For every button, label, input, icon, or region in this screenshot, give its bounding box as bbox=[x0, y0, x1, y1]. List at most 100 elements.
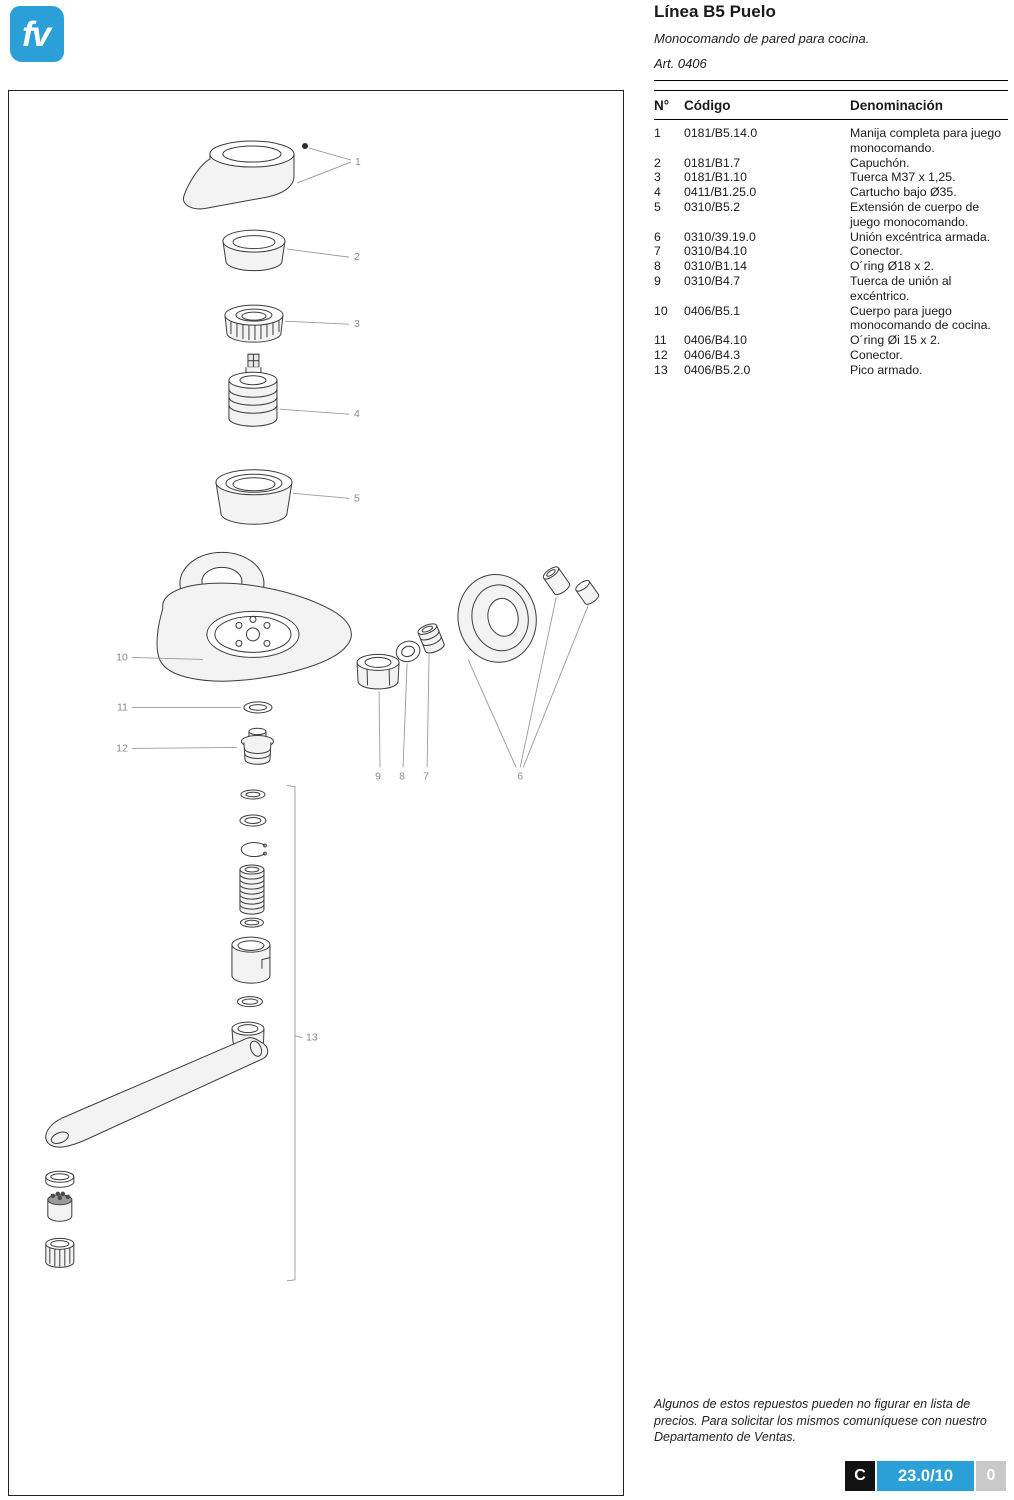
table-cell-code: 0181/B5.14.0 bbox=[684, 126, 758, 140]
footer-note: Algunos de estos repuestos pueden no fig… bbox=[654, 1397, 987, 1444]
table-cell-num: 11 bbox=[654, 333, 667, 348]
table-row: 9 0310/B4.7 Tuerca de unión al excéntrico. bbox=[654, 274, 1008, 304]
table-cell-num: 7 bbox=[654, 244, 661, 259]
part-6-eccentric-union: 6 bbox=[457, 566, 600, 782]
parts-table-rows: 1 0181/B5.14.0 Manija completa para juego … bbox=[654, 120, 1008, 378]
table-cell-name: O´ring Ø18 x 2. bbox=[850, 259, 935, 274]
doc-code: C 23.0/10 0 bbox=[845, 1461, 1006, 1491]
fv-logo-text: fv bbox=[21, 14, 51, 54]
page-subtitle: Monocomando de pared para cocina. bbox=[654, 31, 870, 46]
table-row: 12 0406/B4.3 Conector. bbox=[654, 348, 1008, 363]
table-row: 3 0181/B1.10 Tuerca M37 x 1,25. bbox=[654, 170, 1008, 185]
exploded-diagram: 1 2 3 bbox=[45, 140, 600, 1282]
table-cell-num: 12 bbox=[654, 347, 668, 362]
table-cell-num: 4 bbox=[654, 185, 661, 200]
aerator-insert bbox=[47, 1191, 73, 1222]
fv-logo: fv bbox=[10, 6, 64, 62]
table-cell-name: Tuerca M37 x 1,25. bbox=[850, 170, 956, 185]
part-13-spout-assembly: 13 bbox=[45, 785, 318, 1282]
table-cell-code: 0310/B4.10 bbox=[684, 244, 747, 259]
aerator-shell bbox=[45, 1237, 75, 1268]
part-4-cartridge: 4 bbox=[228, 353, 360, 427]
table-cell-num: 10 bbox=[654, 303, 668, 318]
callout-2: 2 bbox=[354, 251, 360, 263]
parts-table-header: N° Código Denominación bbox=[654, 91, 1008, 120]
table-cell-num: 2 bbox=[654, 155, 661, 170]
part-9-union-nut: 9 bbox=[356, 653, 400, 782]
table-cell-code: 0310/B5.2 bbox=[684, 199, 741, 214]
callout-4: 4 bbox=[354, 408, 360, 420]
part-3-nut: 3 bbox=[224, 304, 360, 343]
table-cell-name: Extensión de cuerpo de juego monocomando… bbox=[850, 199, 980, 229]
bracket-13 bbox=[286, 785, 296, 1282]
table-row: 8 0310/B1.14 O´ring Ø18 x 2. bbox=[654, 259, 1008, 274]
handle-screw-dot bbox=[301, 143, 308, 150]
header-num: N° bbox=[654, 98, 670, 113]
table-cell-num: 8 bbox=[654, 259, 661, 274]
part-2-cap: 2 bbox=[222, 229, 360, 272]
part-7-connector: 7 bbox=[417, 623, 445, 782]
table-cell-code: 0310/B1.14 bbox=[684, 259, 747, 274]
table-cell-name: Conector. bbox=[850, 244, 903, 259]
part-12-connector: 12 bbox=[116, 727, 274, 765]
callout-8: 8 bbox=[399, 770, 405, 782]
callout-3: 3 bbox=[354, 318, 360, 330]
parts-table: N° Código Denominación 1 0181/B5.14.0 Mani… bbox=[654, 90, 1008, 378]
header-name: Denominación bbox=[850, 98, 944, 113]
table-cell-name: Cuerpo para juego monocomando de cocina. bbox=[850, 303, 991, 333]
table-row: 1 0181/B5.14.0 Manija completa para juego … bbox=[654, 126, 1008, 156]
table-cell-num: 13 bbox=[654, 362, 668, 377]
callout-13: 13 bbox=[306, 1032, 318, 1044]
table-cell-name: O´ring Øi 15 x 2. bbox=[850, 333, 941, 348]
header-code: Código bbox=[684, 98, 731, 113]
table-cell-code: 0310/39.19.0 bbox=[684, 229, 756, 244]
table-row: 11 0406/B4.10 O´ring Øi 15 x 2. bbox=[654, 333, 1008, 348]
table-cell-code: 0406/B4.3 bbox=[684, 347, 741, 362]
callout-12: 12 bbox=[116, 742, 128, 754]
table-cell-code: 0310/B4.7 bbox=[684, 273, 741, 288]
table-cell-name: Conector. bbox=[850, 347, 903, 362]
art-number: Art. 0406 bbox=[654, 56, 707, 71]
table-row: 10 0406/B5.1 Cuerpo para juego monocomando… bbox=[654, 304, 1008, 334]
table-cell-name: Pico armado. bbox=[850, 362, 923, 377]
table-cell-code: 0181/B1.7 bbox=[684, 155, 741, 170]
code-value: 23.0/10 bbox=[877, 1461, 974, 1491]
part-1-handle: 1 bbox=[182, 140, 361, 210]
table-row: 13 0406/B5.2.0 Pico armado. bbox=[654, 363, 1008, 378]
table-row: 5 0310/B5.2 Extensión de cuerpo de juego m… bbox=[654, 200, 1008, 230]
callout-9: 9 bbox=[375, 770, 381, 782]
spout bbox=[45, 1037, 269, 1148]
callout-11: 11 bbox=[117, 701, 128, 713]
part-5-extension: 5 bbox=[215, 469, 360, 525]
snap-ring bbox=[240, 842, 266, 858]
diagram-frame: 1 2 3 bbox=[8, 90, 624, 1496]
table-cell-code: 0181/B1.10 bbox=[684, 170, 747, 185]
callout-6: 6 bbox=[517, 770, 523, 782]
callout-10: 10 bbox=[116, 651, 128, 663]
header: Línea B5 Puelo Monocomando de pared para… bbox=[654, 0, 1008, 81]
table-cell-name: Tuerca de unión al excéntrico. bbox=[850, 273, 952, 303]
code-letter: C bbox=[845, 1461, 875, 1491]
part-8-oring: 8 bbox=[395, 640, 421, 782]
callout-5: 5 bbox=[354, 492, 360, 504]
table-cell-name: Manija completa para juego monocomando. bbox=[850, 126, 1002, 155]
table-cell-name: Capuchón. bbox=[850, 155, 910, 170]
table-cell-name: Unión excéntrica armada. bbox=[850, 229, 991, 244]
callout-7: 7 bbox=[423, 770, 429, 782]
part-10-body: 10 bbox=[116, 551, 352, 682]
table-cell-num: 1 bbox=[654, 126, 661, 140]
callout-1: 1 bbox=[355, 156, 361, 168]
table-cell-num: 9 bbox=[654, 273, 661, 288]
table-row: 7 0310/B4.10 Conector. bbox=[654, 244, 1008, 259]
table-cell-code: 0406/B5.1 bbox=[684, 303, 741, 318]
table-cell-code: 0406/B5.2.0 bbox=[684, 362, 751, 377]
table-cell-code: 0406/B4.10 bbox=[684, 333, 747, 348]
part-11-oring: 11 bbox=[117, 701, 273, 714]
code-suffix: 0 bbox=[976, 1461, 1006, 1491]
page-title: Línea B5 Puelo bbox=[654, 2, 776, 21]
table-cell-num: 3 bbox=[654, 170, 661, 185]
table-cell-num: 5 bbox=[654, 199, 661, 214]
table-row: 2 0181/B1.7 Capuchón. bbox=[654, 156, 1008, 171]
